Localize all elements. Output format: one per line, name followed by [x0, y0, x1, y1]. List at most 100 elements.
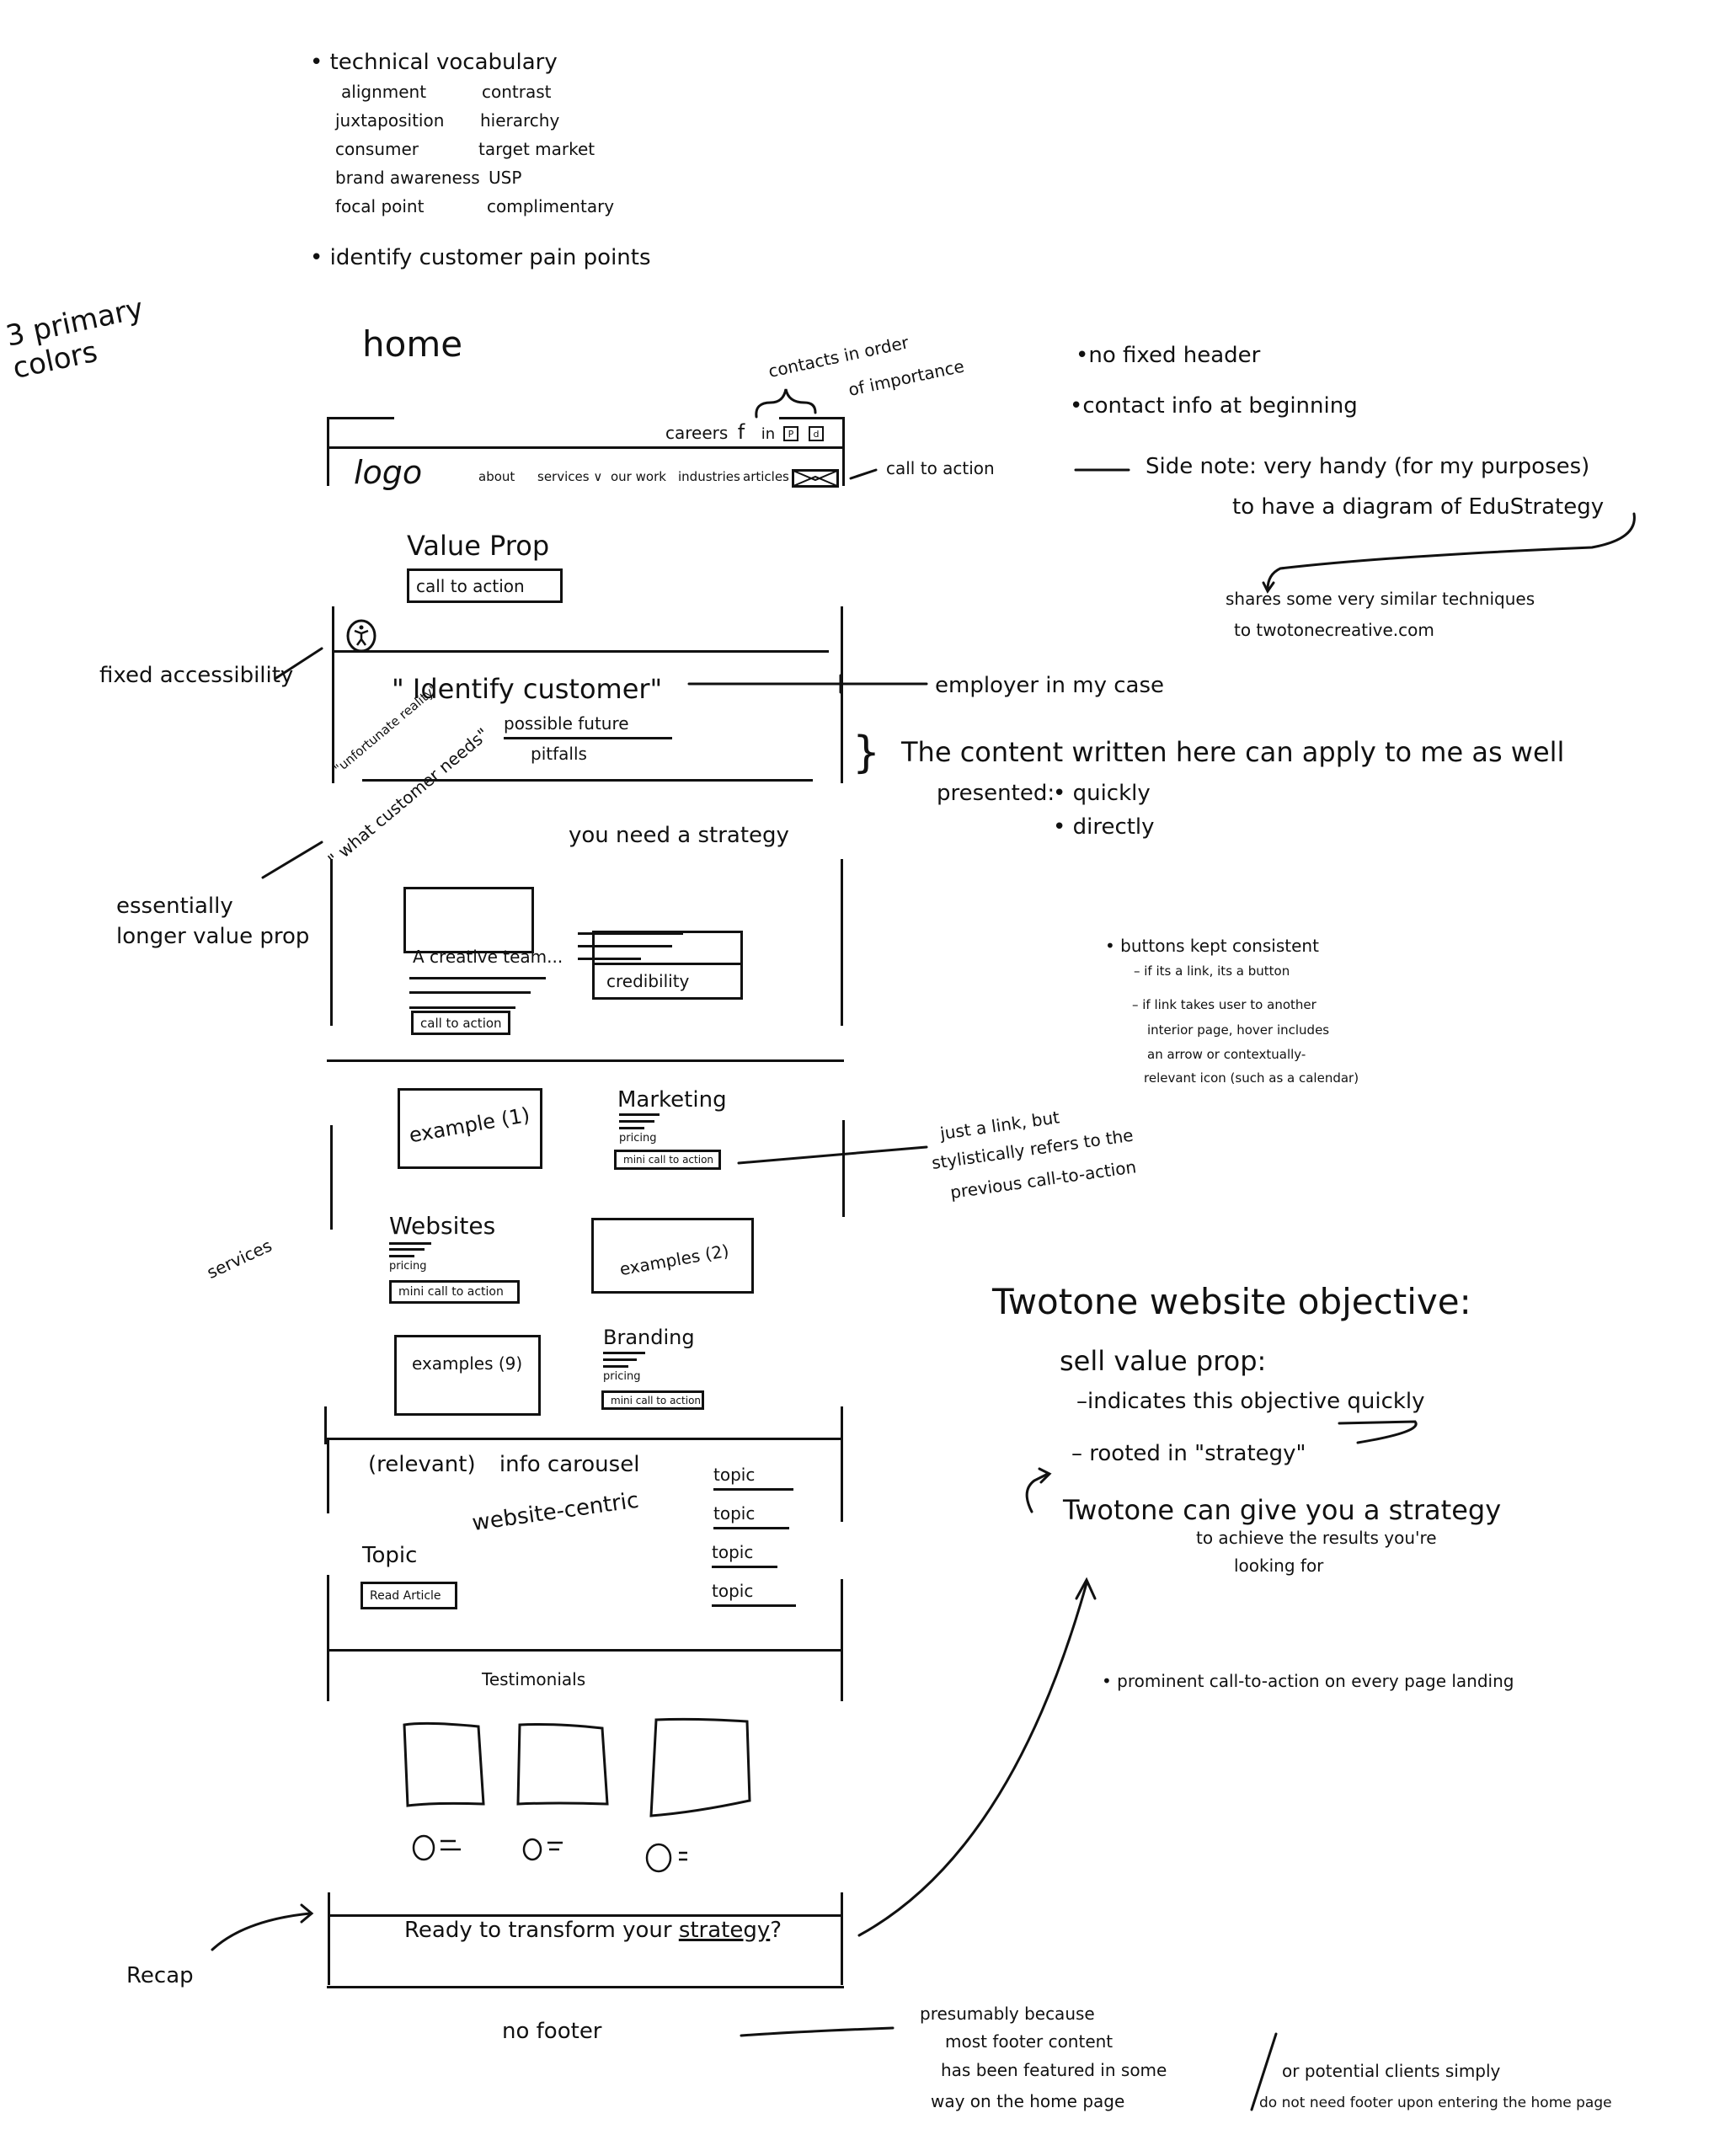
mini-cta-label: mini call to action	[611, 1394, 702, 1406]
essentially-connector	[261, 841, 323, 879]
branding-mini-cta-button[interactable]: mini call to action	[601, 1390, 704, 1410]
text-line	[409, 977, 546, 979]
or-clients-note: or potential clients simply	[1282, 2061, 1501, 2081]
vocab-term: alignment	[341, 82, 427, 102]
text-line	[578, 945, 672, 947]
identify-bottom-line	[362, 779, 813, 782]
twotone-can-note-2: to achieve the results you're	[1196, 1528, 1437, 1548]
testimonials-heading: Testimonials	[482, 1669, 586, 1689]
logo[interactable]: logo	[354, 454, 423, 491]
carousel-frame-right	[841, 1438, 843, 1522]
service-pricing-websites[interactable]: pricing	[389, 1260, 427, 1273]
text-line	[389, 1242, 431, 1245]
buttons-note-item: relevant icon (such as a calendar)	[1144, 1070, 1359, 1086]
cta-connector	[849, 468, 878, 480]
linkedin-icon[interactable]: in	[761, 424, 776, 443]
recap-label-arrowhead	[300, 1903, 314, 1924]
vocab-term: target market	[478, 139, 595, 159]
services-frame-left-bottom	[324, 1406, 327, 1444]
buttons-note-item: interior page, hover includes	[1147, 1022, 1330, 1038]
recap-heading: Ready to transform your strategy?	[404, 1918, 782, 1944]
contacts-order-note-2: of importance	[846, 355, 966, 400]
fixed-accessibility-label: fixed accessibility	[99, 663, 294, 688]
recap-label-arrow	[211, 1912, 312, 1951]
contact-info-note: •contact info at beginning	[1070, 393, 1358, 419]
envelope-icon[interactable]	[792, 469, 839, 488]
service-title-branding: Branding	[603, 1326, 695, 1349]
buttons-note-item: – if its a link, its a button	[1134, 963, 1290, 979]
read-article-button[interactable]: Read Article	[360, 1582, 457, 1609]
carousel-heading-relevant: (relevant)	[368, 1452, 476, 1477]
page-title: home	[362, 323, 463, 365]
text-line	[389, 1255, 414, 1257]
service-example-label: example (1)	[407, 1102, 532, 1148]
service-pricing-marketing[interactable]: pricing	[619, 1132, 657, 1145]
side-note-1: Side note: very handy (for my purposes)	[1146, 454, 1590, 479]
page-bottom-line	[327, 1986, 844, 1988]
vocab-term: USP	[489, 168, 522, 188]
curly-brace-icon: }	[852, 728, 881, 778]
nav-item-services[interactable]: services ∨	[537, 469, 603, 484]
carousel-topic-link[interactable]: topic	[713, 1465, 793, 1491]
tiktok-icon[interactable]: d	[809, 426, 824, 441]
read-article-label: Read Article	[370, 1588, 441, 1603]
service-example-label: examples (2)	[617, 1240, 731, 1280]
nav-item-industries[interactable]: industries	[678, 469, 740, 484]
careers-link[interactable]: careers	[665, 423, 729, 443]
vocab-term: juxtaposition	[335, 110, 445, 131]
no-footer-label: no footer	[502, 2019, 602, 2044]
services-frame-left	[330, 1125, 333, 1230]
carousel-frame-left	[327, 1438, 329, 1513]
carousel-topic-heading: Topic	[362, 1543, 418, 1568]
nav-item-our-work[interactable]: our work	[611, 469, 666, 484]
text-line	[578, 958, 641, 960]
services-bottom-line	[324, 1438, 843, 1440]
carousel-topic-link[interactable]: topic	[712, 1582, 796, 1607]
credibility-divider	[595, 963, 740, 965]
shares-note-2: to twotonecreative.com	[1234, 620, 1434, 640]
testimonial-avatar-1	[412, 1833, 479, 1863]
primary-colors-label: 3 primary colors	[3, 291, 147, 387]
twotone-can-note-1: Twotone can give you a strategy	[1063, 1494, 1502, 1526]
nav-item-about[interactable]: about	[478, 469, 515, 484]
presented-item: • directly	[1053, 814, 1155, 840]
or-clients-note: do not need footer upon entering the hom…	[1259, 2095, 1612, 2111]
presented-item: • quickly	[1053, 781, 1151, 806]
carousel-frame-right-bottom	[841, 1579, 843, 1701]
pitfalls-text: pitfalls	[531, 744, 587, 764]
mini-cta-connector	[737, 1145, 928, 1165]
header-frame-top-left	[327, 417, 394, 419]
marketing-mini-cta-button[interactable]: mini call to action	[614, 1150, 721, 1170]
service-pricing-branding[interactable]: pricing	[603, 1370, 641, 1383]
prominent-cta-note: • prominent call-to-action on every page…	[1102, 1671, 1514, 1691]
objective-title: Twotone website objective:	[992, 1281, 1471, 1322]
carousel-topic-link[interactable]: topic	[712, 1543, 777, 1568]
websites-mini-cta-button[interactable]: mini call to action	[389, 1280, 520, 1304]
text-line	[603, 1358, 637, 1361]
pinterest-icon[interactable]: P	[783, 426, 798, 441]
presumably-note: way on the home page	[931, 2091, 1125, 2111]
text-line	[619, 1127, 644, 1129]
twotone-curve-arrowhead	[1038, 1467, 1052, 1484]
presumably-note: has been featured in some	[941, 2060, 1167, 2080]
strategy-cta-button[interactable]: call to action	[411, 1011, 510, 1035]
section-frame-left	[332, 606, 334, 783]
vocab-term: complimentary	[487, 196, 615, 216]
side-note-2: to have a diagram of EduStrategy	[1232, 494, 1605, 520]
creative-team-heading: A creative team...	[413, 947, 563, 967]
recap-to-objective-arrow	[857, 1582, 1088, 1937]
header-frame-left	[327, 417, 329, 486]
nav-item-articles[interactable]: articles	[743, 469, 789, 484]
carousel-heading: (relevant) info carousel	[368, 1452, 639, 1478]
accessibility-icon[interactable]	[346, 619, 377, 653]
facebook-icon[interactable]: f	[737, 420, 745, 444]
text-line	[619, 1120, 654, 1123]
text-line	[619, 1113, 660, 1116]
presumably-note: presumably because	[920, 2004, 1095, 2024]
carousel-topic-link[interactable]: topic	[713, 1504, 789, 1529]
buttons-note-heading: • buttons kept consistent	[1105, 936, 1319, 956]
hero-cta-button[interactable]: call to action	[407, 568, 563, 603]
pain-points-note: • identify customer pain points	[310, 245, 651, 270]
presented-label: presented:	[937, 781, 1055, 806]
recap-frame-right	[841, 1892, 843, 1985]
